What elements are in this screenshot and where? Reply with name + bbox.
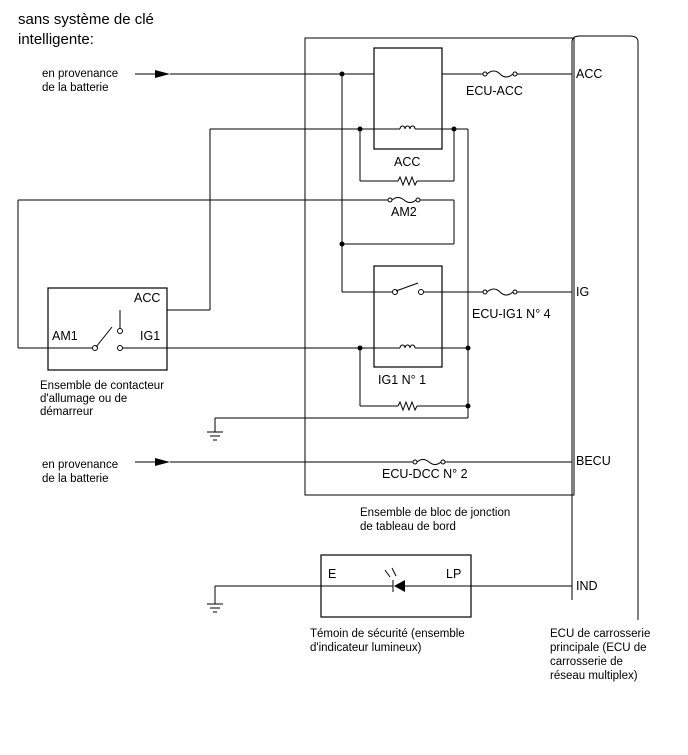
- junction-block-outline: [304, 37, 575, 496]
- relay-coil-icon: [399, 125, 416, 130]
- battery-top-line1: en provenance: [42, 68, 118, 80]
- relay-acc-label: ACC: [394, 155, 420, 169]
- fuse-ecu-ig1-icon: [486, 288, 514, 296]
- led-icon: [384, 567, 405, 592]
- ignition-caption-1: Ensemble de contacteur: [40, 380, 164, 392]
- header-line1: sans système de clé: [18, 11, 154, 28]
- battery-bottom-line2: de la batterie: [42, 473, 109, 485]
- ground-icon: [207, 603, 223, 613]
- fuse-ecu-dcc-icon: [416, 459, 442, 465]
- terminal-acc: ACC: [576, 67, 602, 81]
- arrow-icon: [155, 458, 170, 466]
- fuse-ecu-ig1-label: ECU-IG1 N° 4: [472, 307, 551, 321]
- ignition-caption-3: démarreur: [40, 406, 93, 418]
- terminal-ig: IG: [576, 285, 589, 299]
- terminal-ind: IND: [576, 579, 598, 593]
- fuse-ecu-acc-label: ECU-ACC: [466, 84, 523, 98]
- fuse-ecu-acc-icon: [486, 70, 514, 78]
- junction-caption-2: de tableau de bord: [360, 521, 456, 533]
- fuse-am2-icon: [391, 197, 417, 203]
- relay-ig1-label: IG1 N° 1: [378, 373, 426, 387]
- battery-top-line2: de la batterie: [42, 82, 109, 94]
- header-line2: intelligente:: [18, 31, 94, 48]
- ignition-ig1-label: IG1: [140, 329, 160, 343]
- indicator-lp-label: LP: [446, 567, 461, 581]
- ecu-caption-2: principale (ECU de: [550, 642, 647, 654]
- resistor-icon: [397, 175, 418, 187]
- relay-acc: [373, 47, 443, 150]
- main-ecu-outline: [571, 35, 639, 620]
- indicator-e-label: E: [328, 567, 336, 581]
- ecu-caption-1: ECU de carrosserie: [550, 628, 650, 640]
- ignition-am1-label: AM1: [52, 329, 78, 343]
- ecu-caption-3: carrosserie de: [550, 656, 623, 668]
- battery-bottom-line1: en provenance: [42, 459, 118, 471]
- arrow-icon: [155, 70, 170, 78]
- junction-caption-1: Ensemble de bloc de jonction: [360, 507, 510, 519]
- ecu-caption-4: réseau multiplex): [550, 670, 638, 682]
- terminal-becu: BECU: [576, 454, 611, 468]
- relay-ig1: [373, 265, 443, 368]
- ignition-acc-label: ACC: [134, 291, 160, 305]
- ignition-switch: [47, 287, 168, 371]
- fuse-ecu-dcc-label: ECU-DCC N° 2: [382, 467, 468, 481]
- relay-coil-icon: [399, 344, 416, 349]
- indicator-caption-2: d'indicateur lumineux): [310, 642, 422, 654]
- ignition-caption-2: d'allumage ou de: [40, 393, 127, 405]
- indicator-caption-1: Témoin de sécurité (ensemble: [310, 628, 465, 640]
- resistor-icon: [397, 400, 418, 412]
- switch-icon: [95, 326, 113, 348]
- fuse-am2-label: AM2: [391, 205, 417, 219]
- ground-icon: [207, 431, 223, 441]
